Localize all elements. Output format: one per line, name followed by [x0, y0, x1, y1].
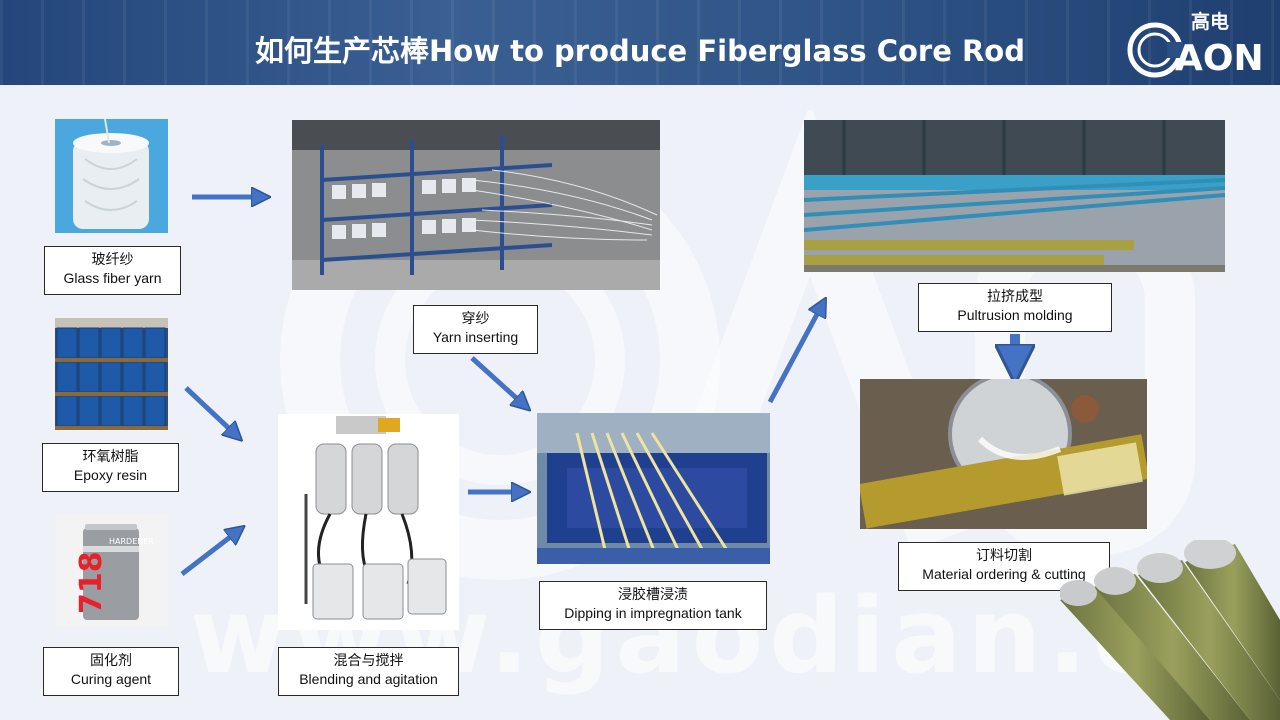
cutting-photo — [860, 379, 1147, 529]
epoxy-resin-photo — [55, 318, 168, 430]
page-title: 如何生产芯棒How to produce Fiberglass Core Rod — [255, 34, 1025, 68]
impregnation-tank-photo — [537, 413, 770, 564]
curing-agent-label: 固化剂 Curing agent — [43, 647, 179, 696]
yarn-inserting-photo — [292, 120, 660, 290]
header-background-pattern — [0, 0, 1280, 85]
arrow-curing-to-blending — [180, 531, 238, 576]
dipping-label: 浸胶槽浸渍 Dipping in impregnation tank — [539, 581, 767, 630]
header-banner: 如何生产芯棒How to produce Fiberglass Core Rod… — [0, 0, 1280, 85]
pultrusion-label: 拉挤成型 Pultrusion molding — [918, 283, 1112, 332]
curing-agent-photo: HARDENER 718 — [55, 514, 168, 627]
arrow-epoxy-to-blending — [184, 386, 236, 435]
glass-fiber-yarn-photo — [55, 119, 168, 233]
core-rods-product-image — [1060, 540, 1280, 720]
glass-fiber-yarn-label: 玻纤纱 Glass fiber yarn — [44, 246, 181, 295]
svg-text:718: 718 — [74, 551, 109, 614]
company-logo: 高电 AON — [1127, 10, 1264, 79]
logo-text: AON — [1175, 38, 1264, 79]
yarn-inserting-label: 穿纱 Yarn inserting — [413, 305, 538, 354]
cutting-label: 订料切割 Material ordering & cutting — [898, 542, 1110, 591]
epoxy-resin-label: 环氧树脂 Epoxy resin — [42, 443, 179, 492]
blending-agitation-label: 混合与搅拌 Blending and agitation — [278, 647, 459, 696]
logo-chinese: 高电 — [1191, 10, 1229, 33]
svg-text:HARDENER: HARDENER — [109, 537, 154, 546]
blending-agitation-photo — [278, 414, 459, 630]
pultrusion-photo — [804, 120, 1225, 272]
